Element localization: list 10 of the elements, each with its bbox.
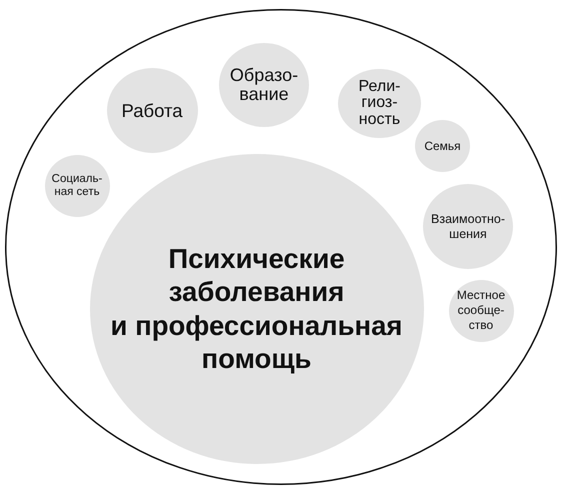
- topic-label: Рели- гиоз- ность: [358, 78, 402, 128]
- outer-ellipse: [5, 8, 557, 484]
- topic-label: Образо- вание: [228, 66, 300, 103]
- topic-label: Семья: [423, 138, 462, 152]
- topic-circle: [415, 120, 470, 172]
- topic-label: Местное сообще- ство: [456, 288, 506, 333]
- topic-label: Работа: [120, 100, 184, 122]
- topic-label: Социаль- ная сеть: [50, 172, 104, 198]
- central-label: Психические заболевания и профессиональная помощь: [110, 242, 404, 376]
- topic-label: Взаимоотно- шения: [430, 212, 506, 242]
